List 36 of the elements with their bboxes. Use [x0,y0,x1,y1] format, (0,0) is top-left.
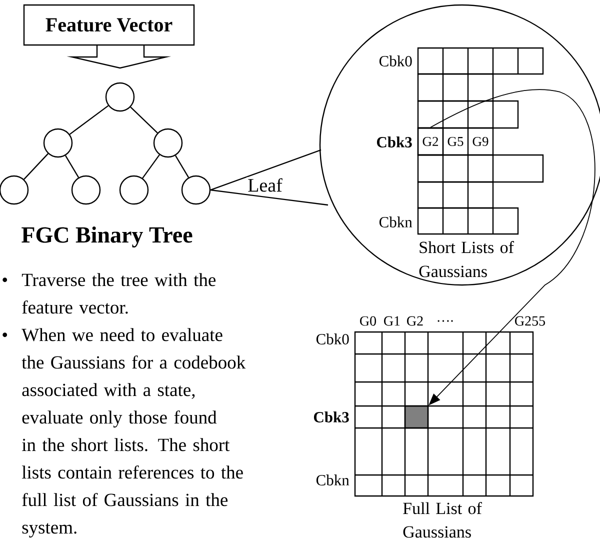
tree-node [153,128,183,158]
row-label: Cbk0 [379,56,412,66]
tree-branch [64,155,80,178]
bubble-tail [210,149,329,206]
row-label: Cbk0 [316,334,349,344]
column-label: G255 [515,316,546,326]
column-label: G2 [407,316,423,326]
column-label: G1 [384,316,400,326]
tree-branch [130,106,158,134]
edge-label: Leaf [248,178,282,192]
highlighted-cell [404,405,429,429]
tree-branch [69,105,109,135]
grid-caption: Short Lists of Gaussians [419,241,514,278]
tree-branch [142,154,160,179]
feature-vector-box: Feature Vector [23,4,195,69]
tree-title: FGC Binary Tree [22,226,192,248]
node-label: G2 [422,136,438,146]
tree-node [71,175,101,205]
tree-node [43,128,73,158]
tree-node [105,82,135,112]
cell-label: G9 [472,136,488,146]
bullet-text: Traverse the tree with the feature vector. [22,273,216,314]
column-label: …. [438,320,453,322]
grid-caption: Full List of Gaussians [403,502,482,538]
bullet-text: When we need to evaluate the Gaussians for a codebook associated with a state, evaluate only those found in the short lists. The short lists contain references to the full list of Gaussians in the system. [22,328,246,538]
tree-branch [24,153,48,180]
tree-branch [174,155,190,178]
tree-node [119,175,149,205]
row-label: Cbk3 [314,412,349,422]
row-label: Cbkn [379,216,412,228]
bullet: • [2,278,8,282]
row-label: Cbkn [316,474,350,486]
tree-node [0,175,29,205]
bullet: • [2,332,8,338]
tree-node [181,175,211,205]
column-label: G0 [360,316,376,326]
